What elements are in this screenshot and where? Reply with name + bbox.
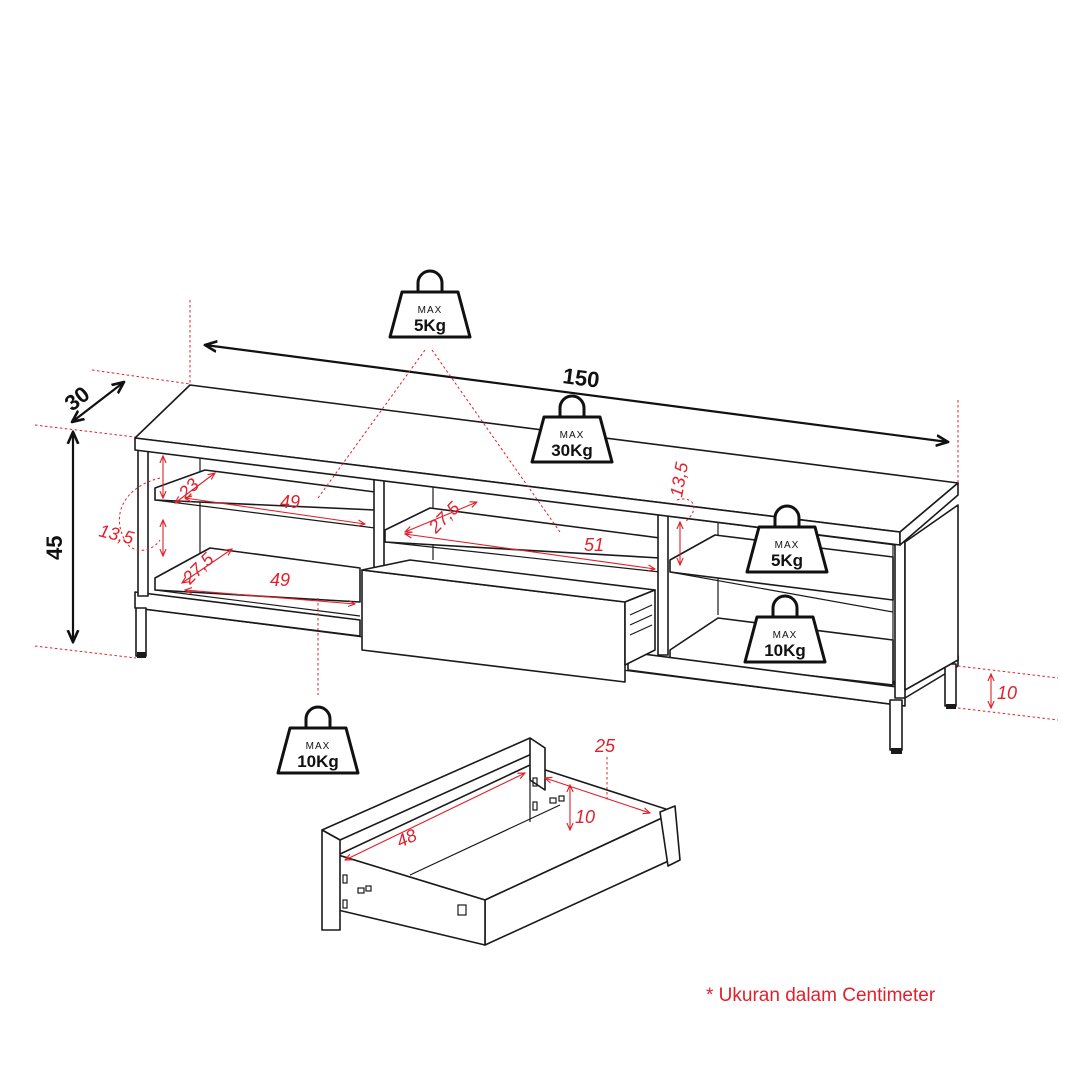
drawer-height-label: 10: [575, 807, 595, 827]
depth-arrow: [72, 382, 124, 422]
overall-dimensions: 150 30 45: [34, 300, 959, 659]
weight-icon: MAX 10Kg: [743, 594, 827, 664]
width-label: 150: [561, 363, 601, 393]
weight-icon: MAX 10Kg: [276, 705, 360, 775]
weight-icon: MAX 5Kg: [388, 269, 472, 339]
width-arrow: [205, 345, 948, 442]
leg-front-left: [135, 607, 147, 657]
svg-text:10Kg: 10Kg: [764, 641, 806, 660]
middle-width-label: 51: [584, 535, 604, 555]
left-shelf-height-label: 13,5: [97, 520, 137, 548]
weight-icons: MAX 5Kg MAX 30Kg MAX 5Kg MAX 10Kg MAX 10…: [276, 269, 829, 775]
svg-text:MAX: MAX: [775, 540, 800, 551]
svg-text:5Kg: 5Kg: [771, 551, 803, 570]
weight-icon: MAX 5Kg: [745, 504, 829, 574]
svg-text:MAX: MAX: [306, 741, 331, 752]
left-upper-width-label: 49: [280, 492, 300, 512]
height-label: 45: [42, 536, 67, 560]
svg-text:MAX: MAX: [773, 630, 798, 641]
svg-text:10Kg: 10Kg: [297, 752, 339, 771]
svg-text:5Kg: 5Kg: [414, 316, 446, 335]
units-note: * Ukuran dalam Centimeter: [706, 985, 936, 1006]
svg-text:30Kg: 30Kg: [551, 441, 593, 460]
svg-text:MAX: MAX: [418, 305, 443, 316]
depth-label: 30: [60, 381, 95, 416]
left-lower-width-label: 49: [270, 570, 290, 590]
drawer-depth-label: 25: [594, 736, 616, 756]
svg-text:MAX: MAX: [560, 430, 585, 441]
drawer-detail: [321, 737, 681, 946]
weight-icon: MAX 30Kg: [530, 394, 614, 464]
leg-height-label: 10: [997, 683, 1017, 703]
